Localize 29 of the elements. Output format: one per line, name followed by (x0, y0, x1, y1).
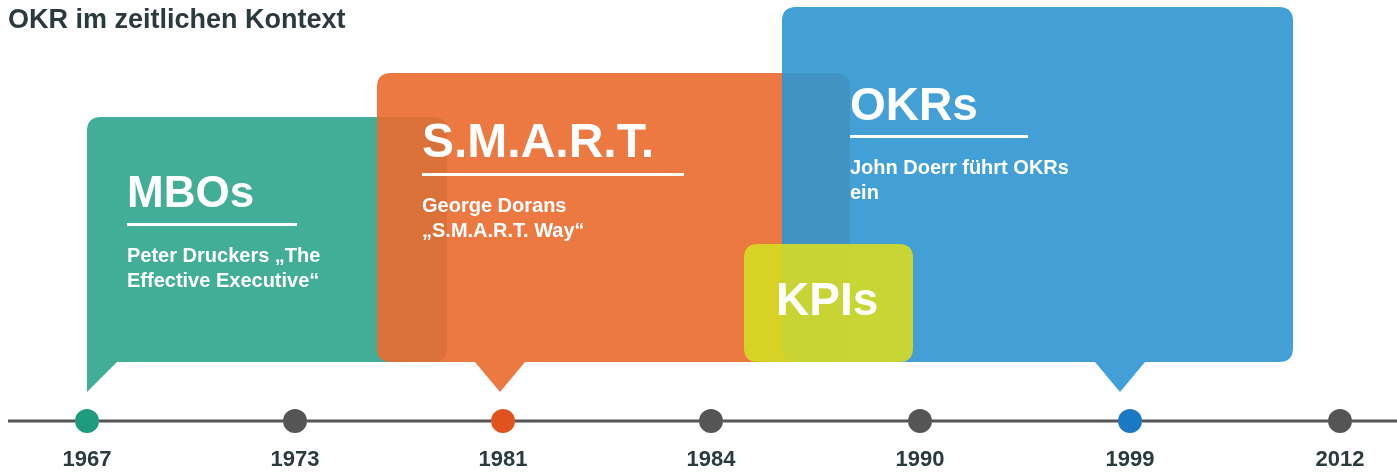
year-label: 1981 (477, 446, 529, 472)
timeline-dot (75, 409, 99, 433)
callout-text: Peter Druckers „The Effective Executive“ (127, 243, 322, 293)
callout-text: John Doerr führt OKRs ein (850, 155, 1070, 205)
callout-heading: KPIs (776, 272, 879, 326)
callout-heading: MBOs (127, 167, 255, 217)
callout-text: George Dorans „S.M.A.R.T. Way“ (422, 193, 586, 243)
callout-heading: OKRs (850, 77, 978, 131)
timeline-segment (1142, 419, 1328, 423)
timeline-segment (723, 419, 908, 423)
timeline-dot (1118, 409, 1142, 433)
callout-bubble (744, 244, 913, 362)
timeline-dot (283, 409, 307, 433)
timeline-dot (699, 409, 723, 433)
year-label: 1999 (1104, 446, 1156, 472)
timeline-segment (307, 419, 491, 423)
year-label: 1984 (685, 446, 737, 472)
timeline-segment (99, 419, 283, 423)
diagram-title: OKR im zeitlichen Kontext (8, 4, 346, 35)
year-label: 1990 (894, 446, 946, 472)
timeline-dot (1328, 409, 1352, 433)
timeline-segment (932, 419, 1118, 423)
year-label: 1967 (61, 446, 113, 472)
year-label: 2012 (1314, 446, 1366, 472)
timeline-dot (908, 409, 932, 433)
timeline-segment (515, 419, 699, 423)
year-label: 1973 (269, 446, 321, 472)
timeline-dot (491, 409, 515, 433)
callout-heading: S.M.A.R.T. (422, 113, 654, 168)
